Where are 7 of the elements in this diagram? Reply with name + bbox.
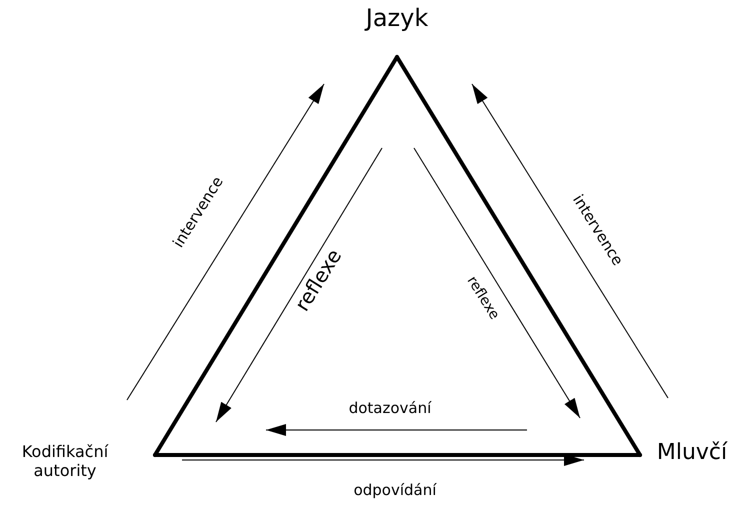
arrow-label: dotazování	[348, 399, 432, 417]
node-label: Mluvčí	[650, 440, 734, 466]
node-label: Kodifikační autority	[2, 442, 128, 480]
arrow-label: odpovídání	[354, 481, 436, 499]
node-label: Jazyk	[350, 4, 444, 33]
triangle-side	[153, 453, 642, 457]
triangle-side	[395, 55, 642, 457]
